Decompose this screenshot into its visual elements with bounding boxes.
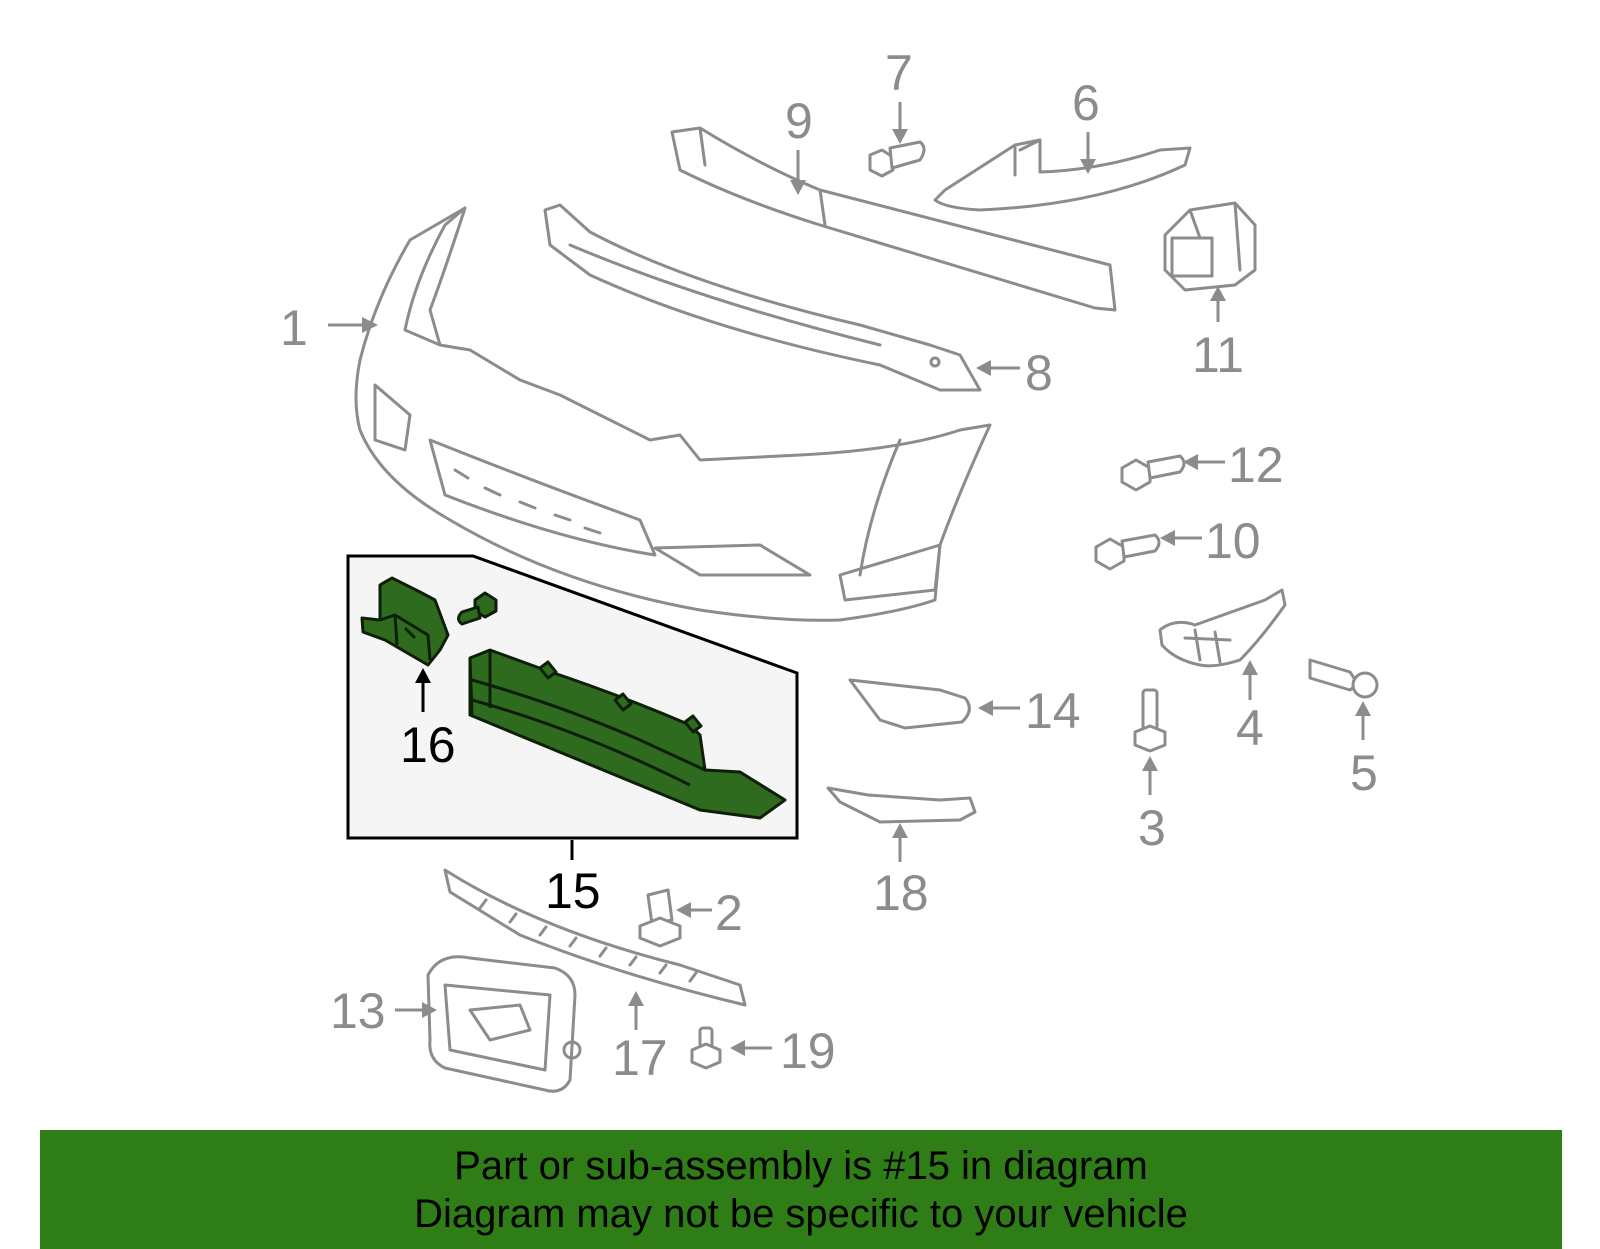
callout-label-12: 12 [1228,437,1284,493]
callout-label-1: 1 [280,300,308,356]
callout-label-19: 19 [780,1023,836,1079]
callout-7: 7 [885,45,913,144]
callout-label-18: 18 [873,865,929,921]
part-9-upper-beam [670,126,1117,312]
part-7-bolt [868,140,926,178]
part-8-absorber [543,203,982,392]
banner-line-2: Diagram may not be specific to your vehi… [414,1192,1188,1236]
callout-9: 9 [785,93,813,195]
part-6-bracket [933,138,1192,212]
part-10-bolt [1094,533,1161,571]
part-12-bolt [1120,454,1186,492]
callout-label-6: 6 [1072,75,1100,131]
callout-6: 6 [1072,75,1100,174]
part-17-lower-strip [443,868,747,1007]
callout-label-2: 2 [715,885,743,941]
callout-label-13: 13 [330,983,386,1039]
callout-4: 4 [1236,660,1264,756]
callout-14: 14 [978,683,1081,739]
callout-label-14: 14 [1025,683,1081,739]
part-14-cover [848,678,971,730]
callout-19: 19 [730,1023,836,1079]
callout-8: 8 [976,345,1053,401]
callout-16: 16 [400,668,456,773]
callout-label-5: 5 [1350,745,1378,801]
callout-18: 18 [873,823,929,921]
callout-15: 15 [545,840,601,919]
callout-label-9: 9 [785,93,813,149]
callout-5: 5 [1350,701,1378,801]
callout-label-8: 8 [1025,345,1053,401]
part-5-clip [1308,658,1379,699]
callout-label-15: 15 [545,863,601,919]
part-16-bracket-highlighted [360,576,450,667]
part-1-bumper-cover [354,206,992,622]
part-3-screw [1133,688,1167,753]
callout-3: 3 [1138,756,1166,856]
callout-label-16: 16 [400,717,456,773]
part-15-grille-highlighted [468,648,787,820]
callout-12: 12 [1183,437,1284,493]
part-11-block [1163,201,1257,292]
part-13-plate-bracket [426,955,582,1093]
callout-label-4: 4 [1236,700,1264,756]
callout-13: 13 [330,983,437,1039]
part-4-side-bracket [1158,588,1287,668]
callout-2: 2 [676,885,743,941]
part-19-bolt [690,1026,722,1070]
callout-label-10: 10 [1205,513,1261,569]
callout-label-3: 3 [1138,800,1166,856]
callout-17: 17 [612,991,668,1086]
part-2-push-clip [638,888,682,948]
callout-11: 11 [1192,286,1244,383]
info-banner: Part or sub-assembly is #15 in diagram D… [40,1130,1562,1249]
banner-line-1: Part or sub-assembly is #15 in diagram [454,1144,1148,1188]
part-16-bolt-highlighted [457,591,498,626]
callout-10: 10 [1160,513,1261,569]
callout-1: 1 [280,300,378,356]
callout-label-17: 17 [612,1030,668,1086]
callout-label-7: 7 [885,45,913,101]
part-18-trim-strip [826,786,977,824]
callout-label-11: 11 [1192,327,1244,383]
